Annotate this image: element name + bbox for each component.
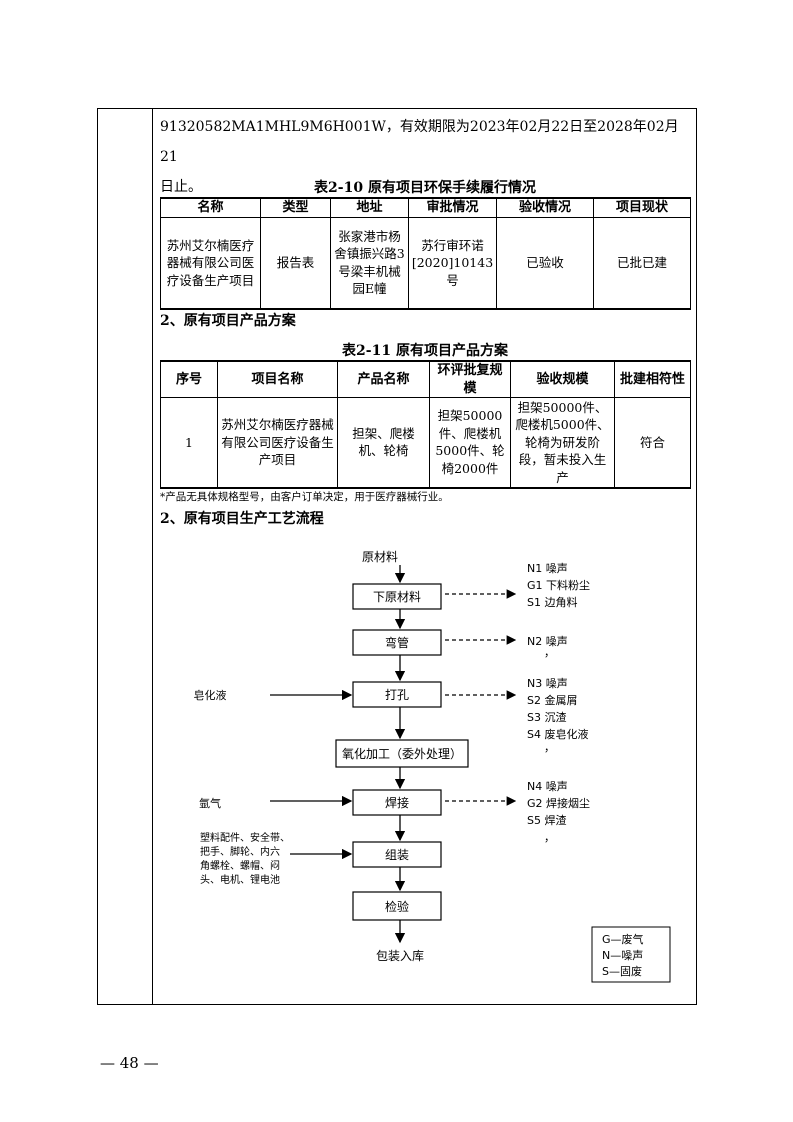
table-footnote: *产品无具体规格型号，由客户订单决定，用于医疗器械行业。 <box>160 491 449 503</box>
table-2-11-title: 表2-11 原有项目产品方案 <box>342 343 508 359</box>
col-header: 名称 <box>160 197 261 218</box>
cell-acceptance: 已验收 <box>496 216 594 310</box>
col-header: 项目现状 <box>593 197 691 218</box>
cell-name: 苏州艾尔楠医疗器械有限公司医疗设备生产项目 <box>160 216 261 310</box>
output-label: G1 下料粉尘 <box>527 578 590 592</box>
cell-status: 已批已建 <box>593 216 691 310</box>
step-label: 弯管 <box>385 635 409 650</box>
cell-accepted-scale: 担架50000件、爬楼机5000件、轮椅为研发阶段，暂未投入生产 <box>510 397 615 488</box>
col-header: 地址 <box>330 197 409 218</box>
cell-products: 担架、爬楼机、轮椅 <box>337 397 430 488</box>
output-label: G2 焊接烟尘 <box>527 796 590 810</box>
input-parts-line: 塑料配件、安全带、 <box>200 831 290 844</box>
step-label: 检验 <box>385 899 409 914</box>
output-label: S3 沉渣 <box>527 710 566 724</box>
raw-material-label: 原材料 <box>362 550 398 564</box>
table-row: 1 苏州艾尔楠医疗器械有限公司医疗设备生产项目 担架、爬楼机、轮椅 担架5000… <box>160 397 691 488</box>
cell-type: 报告表 <box>260 216 331 310</box>
table-header-row: 名称 类型 地址 审批情况 验收情况 项目现状 <box>160 197 691 218</box>
cell-approval: 苏行审环诺[2020]10143号 <box>408 216 497 310</box>
step-label: 打孔 <box>385 688 409 702</box>
table-row: 苏州艾尔楠医疗器械有限公司医疗设备生产项目 报告表 张家港市杨舍镇振兴路3号梁丰… <box>160 216 691 310</box>
step-box-assemble <box>352 841 442 868</box>
step-label: 下原材料 <box>373 590 421 604</box>
cell-consistency: 符合 <box>614 397 691 488</box>
cell-approved-scale: 担架50000件、爬楼机5000件、轮椅2000件 <box>429 397 511 488</box>
output-label: N2 噪声 <box>527 634 568 648</box>
step-box-inspect <box>352 891 442 921</box>
legend-item: G—废气 <box>602 932 644 946</box>
output-label: S5 焊渣 <box>527 813 566 827</box>
legend-item: S—固废 <box>602 964 642 978</box>
legend-box <box>591 926 671 983</box>
output-label: S4 废皂化液 <box>527 727 588 741</box>
col-header: 批建相符性 <box>614 360 691 398</box>
legend-item: N—噪声 <box>602 948 643 962</box>
col-header: 验收情况 <box>496 197 594 218</box>
intro-line-1: 91320582MA1MHL9M6H001W，有效期限为2023年02月22日至… <box>160 119 679 165</box>
col-header: 验收规模 <box>510 360 615 398</box>
step-label: 氧化加工（委外处理） <box>342 747 462 761</box>
input-soap-label: 皂化液 <box>194 688 227 702</box>
output-label: ， <box>544 831 555 844</box>
col-header: 序号 <box>160 360 218 398</box>
output-label: S2 金属屑 <box>527 693 577 707</box>
output-label: S1 边角料 <box>527 595 577 609</box>
cell-project: 苏州艾尔楠医疗器械有限公司医疗设备生产项目 <box>217 397 338 488</box>
table-2-10: 名称 类型 地址 审批情况 验收情况 项目现状 苏州艾尔楠医疗器械有限公司医疗设… <box>160 197 691 310</box>
page-frame <box>97 108 697 1005</box>
col-header: 审批情况 <box>408 197 497 218</box>
output-label: N4 噪声 <box>527 779 568 793</box>
intro-line-2: 日止。 <box>160 179 202 195</box>
input-parts-line: 角螺栓、螺帽、闷 <box>200 859 280 872</box>
cell-address: 张家港市杨舍镇振兴路3号梁丰机械园E幢 <box>330 216 409 310</box>
col-header: 环评批复规模 <box>429 360 511 398</box>
input-parts-line: 把手、脚轮、内六 <box>200 845 280 858</box>
table-header-row: 序号 项目名称 产品名称 环评批复规模 验收规模 批建相符性 <box>160 360 691 398</box>
end-label: 包装入库 <box>376 948 424 963</box>
output-label: N3 噪声 <box>527 676 568 690</box>
input-argon-label: 氩气 <box>199 796 221 810</box>
col-header: 项目名称 <box>217 360 338 398</box>
process-flow-diagram: 原材料 下原材料 弯管 打孔 氧化加工（委外处理） 焊接 组装 检验 包装入库 … <box>194 550 671 983</box>
step-box-oxidation <box>335 739 469 768</box>
step-label: 组装 <box>385 848 409 862</box>
step-box-drill <box>352 681 442 708</box>
intro-paragraph: 91320582MA1MHL9M6H001W，有效期限为2023年02月22日至… <box>160 112 690 202</box>
table-2-11: 序号 项目名称 产品名称 环评批复规模 验收规模 批建相符性 1 苏州艾尔楠医疗… <box>160 360 691 489</box>
output-label: N1 噪声 <box>527 561 568 575</box>
col-header: 类型 <box>260 197 331 218</box>
output-label: ， <box>544 646 555 659</box>
cell-no: 1 <box>160 397 218 488</box>
frame-column-divider <box>152 108 153 1005</box>
step-box-cut <box>352 583 442 610</box>
section-process-heading: 2、原有项目生产工艺流程 <box>160 511 324 527</box>
col-header: 产品名称 <box>337 360 430 398</box>
step-box-weld <box>352 789 442 816</box>
page-number: — 48 — <box>100 1054 159 1072</box>
table-2-10-title: 表2-10 原有项目环保手续履行情况 <box>314 180 536 196</box>
output-label: ， <box>544 741 555 754</box>
step-box-bend <box>352 629 442 656</box>
section-products-heading: 2、原有项目产品方案 <box>160 313 296 329</box>
step-label: 焊接 <box>385 795 409 810</box>
input-parts-line: 头、电机、锂电池 <box>200 873 280 886</box>
